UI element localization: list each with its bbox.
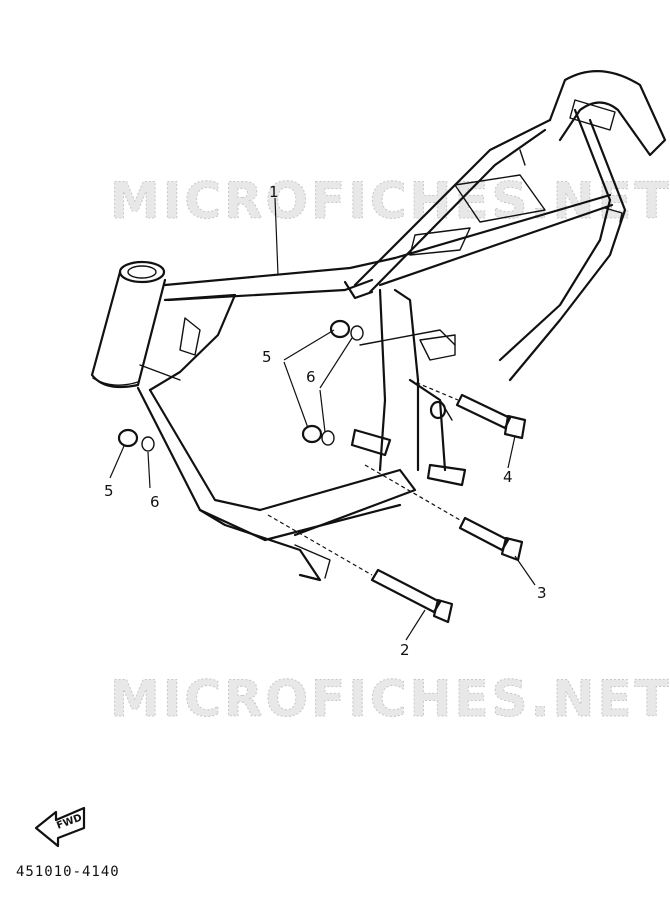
callout-5-upper: 5	[262, 348, 272, 366]
callout-6-lower: 6	[150, 493, 160, 511]
callout-3: 3	[537, 584, 547, 602]
callout-2: 2	[400, 641, 410, 659]
callout-1: 1	[269, 183, 279, 201]
nuts-washers	[117, 319, 447, 452]
frame-drawing	[90, 70, 667, 582]
watermark-top: MICROFICHES.NET	[110, 172, 670, 230]
watermark-bottom: MICROFICHES.NET	[110, 670, 670, 728]
forward-arrow-icon: FWD	[34, 806, 86, 848]
reference-code: 451010-4140	[16, 864, 120, 880]
callout-6-upper: 6	[306, 368, 316, 386]
bolt-long	[370, 568, 454, 624]
bolt-middle	[458, 516, 524, 562]
callout-5-lower: 5	[104, 482, 114, 500]
callout-4: 4	[503, 468, 513, 486]
leader-lines	[109, 197, 536, 641]
bolt-upper	[455, 393, 527, 440]
